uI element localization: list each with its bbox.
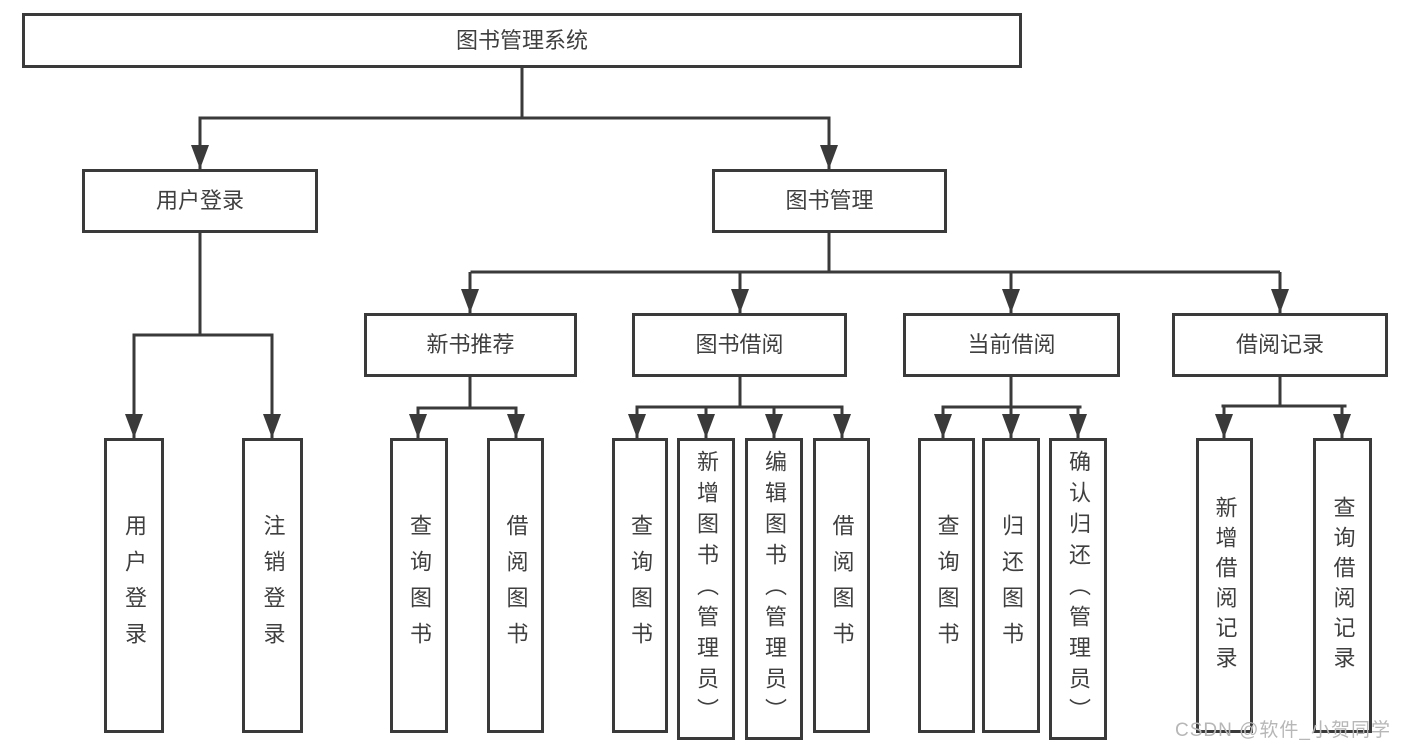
- leaf-add-books-admin: 新增图书（管理员）: [677, 438, 735, 740]
- node-current-borrow: 当前借阅: [903, 313, 1120, 377]
- leaf-query-books-2: 查询图书: [612, 438, 668, 733]
- trunk-root: [198, 68, 831, 120]
- leaf-logout: 注销登录: [242, 438, 303, 733]
- leaf-borrow-books-2: 借阅图书: [813, 438, 870, 733]
- csdn-watermark: CSDN @软件_小贺同学: [1175, 720, 1391, 741]
- leaf-query-books-1: 查询图书: [390, 438, 448, 733]
- leaf-query-books-3: 查询图书: [918, 438, 975, 733]
- node-new-book-recommend: 新书推荐: [364, 313, 577, 377]
- leaf-edit-books-admin: 编辑图书（管理员）: [745, 438, 803, 740]
- node-book-management: 图书管理: [712, 169, 947, 233]
- node-borrow-records: 借阅记录: [1172, 313, 1388, 377]
- trunk-user-login: [132, 233, 274, 337]
- leaf-return-books: 归还图书: [982, 438, 1040, 733]
- leaf-query-borrow-record: 查询借阅记录: [1313, 438, 1372, 733]
- leaf-borrow-books-1: 借阅图书: [487, 438, 544, 733]
- leaf-user-login: 用户登录: [104, 438, 164, 733]
- leaf-confirm-return-admin: 确认归还（管理员）: [1049, 438, 1107, 740]
- trunk-book-mgmt: [470, 233, 1280, 274]
- trunk-records: [1221, 377, 1347, 408]
- leaf-add-borrow-record: 新增借阅记录: [1196, 438, 1253, 733]
- trunk-new-books: [416, 377, 518, 410]
- node-book-borrow: 图书借阅: [632, 313, 847, 377]
- trunk-borrow: [635, 377, 844, 409]
- node-library-system: 图书管理系统: [22, 13, 1022, 68]
- node-user-login: 用户登录: [82, 169, 318, 233]
- trunk-current: [941, 377, 1082, 409]
